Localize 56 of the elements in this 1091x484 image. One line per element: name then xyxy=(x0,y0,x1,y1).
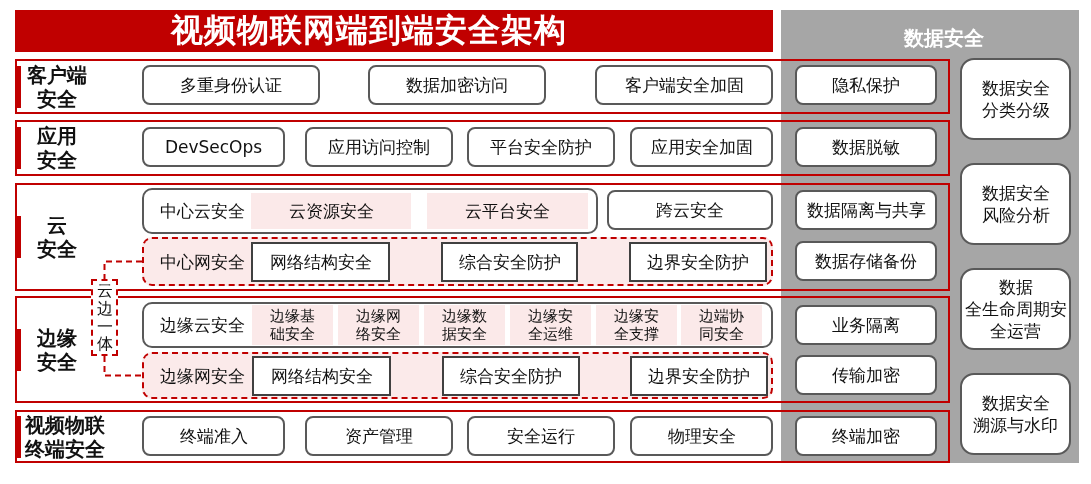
sub-item-tile: 云资源安全 xyxy=(251,193,411,229)
layer-label: 客户端安全 xyxy=(27,62,87,111)
sub-item-tile: 边缘数据安全 xyxy=(424,305,505,345)
sub-item-box: 边界安全防护 xyxy=(629,242,767,282)
data-security-box: 数据安全风险分析 xyxy=(960,163,1071,245)
layer-label: 应用安全 xyxy=(37,124,77,172)
feature-box: 多重身份认证 xyxy=(142,65,320,105)
sub-item-tile: 边缘网络安全 xyxy=(338,305,419,345)
sub-item-box: 综合安全防护 xyxy=(441,242,578,282)
layer-label: 边缘安全 xyxy=(37,325,77,374)
feature-box: 应用安全加固 xyxy=(630,127,773,167)
sub-item-box: 网络结构安全 xyxy=(252,356,391,396)
group-label: 边缘网安全 xyxy=(160,365,245,386)
feature-box: 数据存储备份 xyxy=(795,241,937,281)
feature-box: 数据加密访问 xyxy=(368,65,546,105)
layer-label: 视频物联终端安全 xyxy=(25,412,105,461)
feature-box: 数据脱敏 xyxy=(795,127,937,167)
feature-box: 应用访问控制 xyxy=(305,127,453,167)
sub-item-tile: 边端协同安全 xyxy=(681,305,762,345)
group-container xyxy=(142,188,598,234)
title-banner: 视频物联网端到端安全架构 xyxy=(15,10,773,52)
sub-item-box: 边界安全防护 xyxy=(630,356,768,396)
group-label: 中心网安全 xyxy=(160,251,245,272)
data-security-box: 数据安全溯源与水印 xyxy=(960,373,1071,455)
sub-item-box: 网络结构安全 xyxy=(251,242,390,282)
group-container xyxy=(142,302,773,348)
sub-item-tile: 边缘安全运维 xyxy=(510,305,591,345)
dashed-connector xyxy=(103,355,143,377)
feature-box: 客户端安全加固 xyxy=(595,65,773,105)
feature-box: 业务隔离 xyxy=(795,305,937,345)
layer-label: 云安全 xyxy=(37,213,77,261)
sub-item-tile: 边缘安全支撑 xyxy=(596,305,677,345)
feature-box: 安全运行 xyxy=(467,416,615,456)
feature-box: DevSecOps xyxy=(142,127,285,167)
data-security-box: 数据安全分类分级 xyxy=(960,58,1071,140)
feature-box: 物理安全 xyxy=(630,416,773,456)
sub-item-box: 综合安全防护 xyxy=(442,356,580,396)
dashed-group-container xyxy=(142,352,773,399)
sub-item-tile: 云平台安全 xyxy=(427,193,588,229)
group-label: 中心云安全 xyxy=(160,200,245,222)
feature-box: 终端准入 xyxy=(142,416,285,456)
layer-band xyxy=(15,410,950,463)
dashed-tag-box: 云边一体 xyxy=(91,279,118,356)
dashed-connector xyxy=(103,260,143,280)
data-security-box: 数据全生命周期安全运营 xyxy=(960,268,1071,350)
panel-heading: 数据安全 xyxy=(904,26,984,50)
feature-box: 传输加密 xyxy=(795,355,937,395)
group-label: 边缘云安全 xyxy=(160,314,245,336)
feature-box: 隐私保护 xyxy=(795,65,937,105)
feature-box: 终端加密 xyxy=(795,416,937,456)
feature-box: 跨云安全 xyxy=(607,190,773,230)
sub-item-tile: 边缘基础安全 xyxy=(252,305,333,345)
dashed-group-container xyxy=(142,237,773,286)
feature-box: 数据隔离与共享 xyxy=(795,190,937,230)
feature-box: 平台安全防护 xyxy=(467,127,615,167)
feature-box: 资产管理 xyxy=(305,416,453,456)
